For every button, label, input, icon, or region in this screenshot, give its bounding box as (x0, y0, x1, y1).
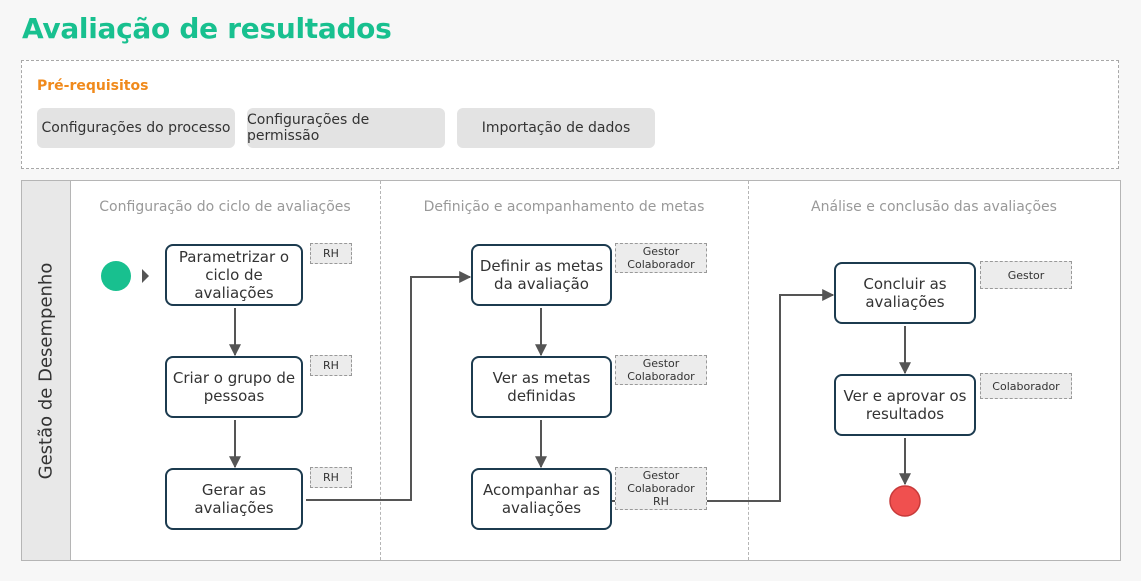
prereq-config-permissao-button[interactable]: Configurações de permissão (247, 108, 445, 148)
end-event (889, 485, 921, 517)
task-ver-aprovar-resultados[interactable]: Ver e aprovar os resultados (834, 374, 976, 436)
role-badge: RH (310, 467, 352, 488)
start-arrow-icon (142, 269, 149, 283)
role-badge: Gestor Colaborador (615, 355, 707, 385)
phase-configuracao-ciclo: Configuração do ciclo de avaliações (99, 199, 351, 215)
task-acompanhar-avaliacoes[interactable]: Acompanhar as avaliações (471, 468, 612, 530)
prereq-importacao-dados-button[interactable]: Importação de dados (457, 108, 655, 148)
task-criar-grupo[interactable]: Criar o grupo de pessoas (165, 356, 303, 418)
prerequisites-panel: Pré-requisitos Configurações do processo… (21, 60, 1119, 169)
role-badge: Gestor Colaborador (615, 243, 707, 273)
prereq-config-processo-button[interactable]: Configurações do processo (37, 108, 235, 148)
role-badge: RH (310, 243, 352, 264)
task-parametrizar-ciclo[interactable]: Parametrizar o ciclo de avaliações (165, 244, 303, 306)
swimlane: Gestão de Desempenho Configuração do cic… (21, 180, 1121, 561)
role-badge: Gestor Colaborador RH (615, 467, 707, 510)
phase-definicao-metas: Definição e acompanhamento de metas (423, 199, 705, 215)
lane-header: Gestão de Desempenho (22, 181, 71, 560)
flow-connectors (101, 261, 921, 517)
start-event (101, 261, 131, 291)
role-badge: Gestor (980, 261, 1072, 289)
prerequisites-title: Pré-requisitos (37, 78, 149, 94)
phase-analise-conclusao: Análise e conclusão das avaliações (811, 199, 1057, 215)
role-badge: RH (310, 355, 352, 376)
page-title: Avaliação de resultados (22, 12, 392, 45)
phase-divider-1 (380, 181, 381, 560)
phase-divider-2 (748, 181, 749, 560)
task-definir-metas[interactable]: Definir as metas da avaliação (471, 244, 612, 306)
role-badge: Colaborador (980, 373, 1072, 399)
task-concluir-avaliacoes[interactable]: Concluir as avaliações (834, 262, 976, 324)
task-ver-metas[interactable]: Ver as metas definidas (471, 356, 612, 418)
connector-3-4 (306, 271, 472, 501)
task-gerar-avaliacoes[interactable]: Gerar as avaliações (165, 468, 303, 530)
